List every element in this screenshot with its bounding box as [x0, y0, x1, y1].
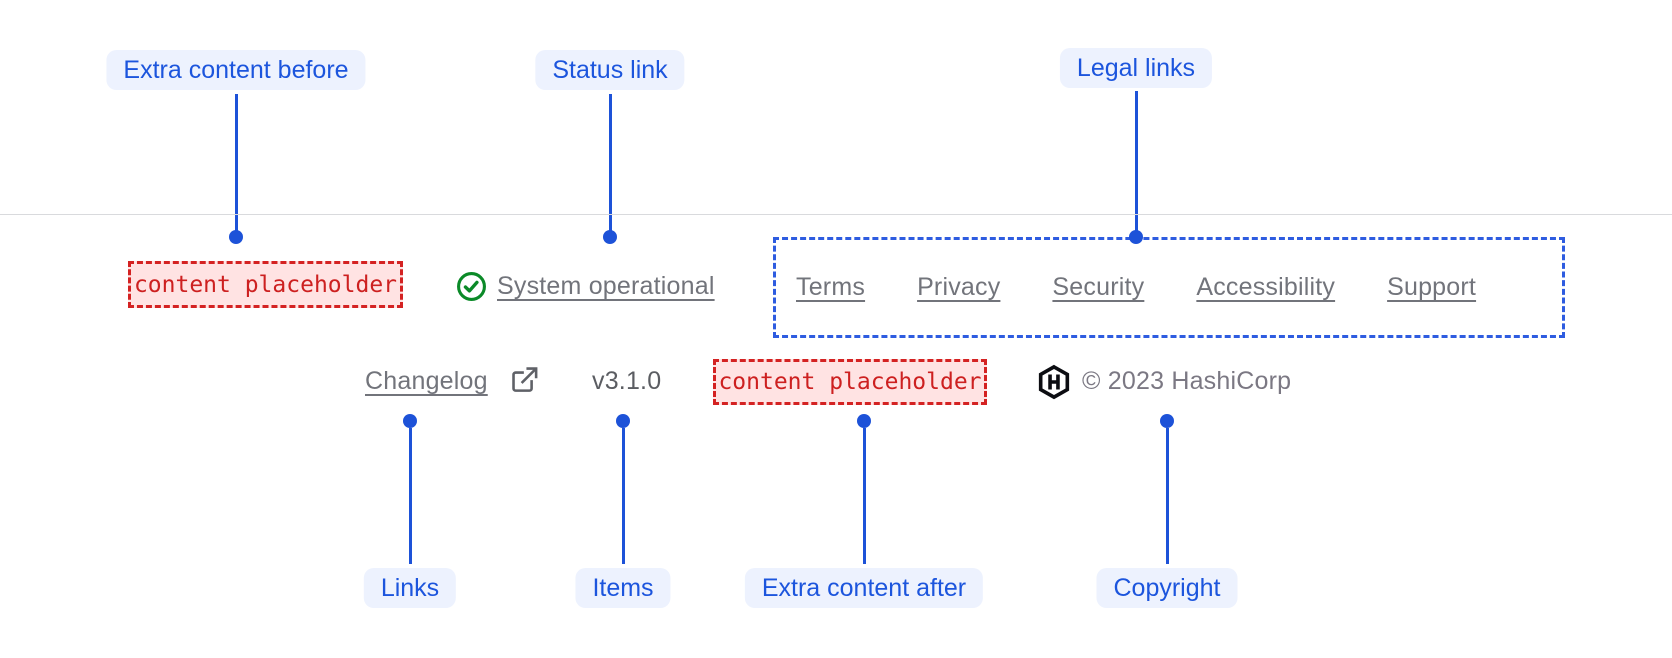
legal-link-security[interactable]: Security	[1052, 273, 1145, 301]
connector-line	[621, 428, 625, 564]
connector-dot	[857, 414, 871, 428]
connector-dot	[1160, 414, 1174, 428]
extra-content-before-placeholder: content placeholder	[128, 261, 403, 308]
annotation-copyright: Copyright	[1096, 568, 1238, 608]
changelog-link[interactable]: Changelog	[365, 367, 488, 395]
placeholder-text: content placeholder	[718, 369, 982, 395]
connector-dot	[229, 230, 243, 244]
connector-line	[1165, 428, 1169, 564]
connector-dot	[1129, 230, 1143, 244]
annotation-extra-content-before: Extra content before	[106, 50, 366, 90]
status-link[interactable]: System operational	[497, 272, 715, 300]
check-circle-icon	[456, 271, 487, 307]
legal-link-accessibility[interactable]: Accessibility	[1196, 273, 1336, 301]
external-link-icon	[509, 364, 540, 400]
version-label: v3.1.0	[592, 367, 662, 395]
connector-dot	[403, 414, 417, 428]
annotation-legal-links: Legal links	[1059, 48, 1213, 88]
footer-top-divider	[0, 214, 1672, 215]
connector-line	[862, 428, 866, 564]
connector-line	[1134, 91, 1138, 237]
annotation-status-link: Status link	[535, 50, 685, 90]
placeholder-text: content placeholder	[133, 271, 398, 298]
legal-links-container: Terms Privacy Security Accessibility Sup…	[773, 237, 1565, 338]
legal-link-terms[interactable]: Terms	[796, 273, 866, 301]
annotation-items: Items	[575, 568, 671, 608]
hashicorp-logo-icon	[1036, 364, 1072, 405]
connector-dot	[616, 414, 630, 428]
legal-link-privacy[interactable]: Privacy	[917, 273, 1001, 301]
legal-link-support[interactable]: Support	[1387, 273, 1477, 301]
annotation-links: Links	[363, 568, 457, 608]
copyright-text: © 2023 HashiCorp	[1082, 367, 1292, 395]
extra-content-after-placeholder: content placeholder	[713, 359, 987, 405]
annotation-extra-content-after: Extra content after	[744, 568, 984, 608]
connector-line	[608, 94, 612, 237]
connector-line	[408, 428, 412, 564]
connector-line	[234, 94, 238, 237]
connector-dot	[603, 230, 617, 244]
